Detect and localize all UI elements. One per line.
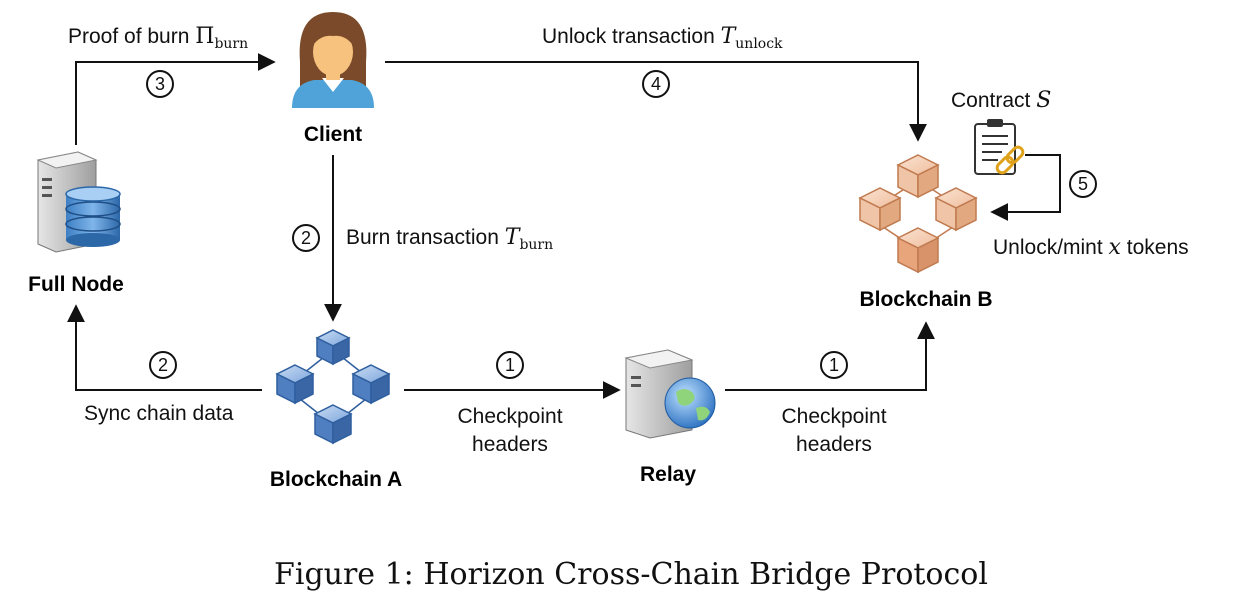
step-5-badge: 5 <box>1069 170 1097 198</box>
checkpoint-b-label-1: Checkpoint <box>781 405 886 428</box>
contract-label: Contract S <box>951 88 1051 113</box>
checkpoint-a-label-2: headers <box>472 433 548 456</box>
client-person-icon <box>292 12 374 108</box>
checkpoint-b-arrow <box>725 321 935 391</box>
globe-icon <box>664 377 716 429</box>
svg-text:1: 1 <box>505 355 515 375</box>
svg-text:2: 2 <box>301 228 311 248</box>
checkpoint-b-label-2: headers <box>796 433 872 456</box>
step-1-b-badge: 1 <box>820 351 848 379</box>
blockchain-a-label: Blockchain A <box>270 468 402 491</box>
burn-transaction-label: Burn transaction Tburn <box>346 225 553 253</box>
figure-caption: Figure 1: Horizon Cross-Chain Bridge Pro… <box>274 557 988 592</box>
contract-clipboard-icon <box>974 119 1016 175</box>
svg-text:1: 1 <box>829 355 839 375</box>
svg-text:5: 5 <box>1078 174 1088 194</box>
sync-chain-label: Sync chain data <box>84 402 234 425</box>
unlock-transaction-arrow <box>385 61 927 142</box>
full-node-label: Full Node <box>28 273 124 296</box>
svg-text:4: 4 <box>651 74 661 94</box>
step-1-a-badge: 1 <box>496 351 524 379</box>
step-4-badge: 4 <box>642 70 670 98</box>
blockchain-b-icon <box>858 154 978 274</box>
svg-text:3: 3 <box>155 74 165 94</box>
unlock-transaction-label: Unlock transaction Tunlock <box>542 24 783 52</box>
chain-link-icon <box>995 145 1025 175</box>
database-icon <box>65 186 121 247</box>
contract-loop-arrow <box>990 154 1061 221</box>
step-2-burn-badge: 2 <box>292 224 320 252</box>
relay-label: Relay <box>640 463 696 486</box>
checkpoint-a-label-1: Checkpoint <box>457 405 562 428</box>
client-label: Client <box>304 123 362 146</box>
blockchain-b-label: Blockchain B <box>859 288 992 311</box>
svg-text:2: 2 <box>158 355 168 375</box>
proof-of-burn-arrow <box>75 53 276 145</box>
blockchain-a-icon <box>275 329 391 445</box>
step-2-sync-badge: 2 <box>149 351 177 379</box>
sync-chain-arrow <box>67 304 262 391</box>
proof-of-burn-label: Proof of burn Πburn <box>68 24 248 52</box>
step-3-badge: 3 <box>146 70 174 98</box>
unlock-mint-label: Unlock/mint x tokens <box>993 235 1189 260</box>
